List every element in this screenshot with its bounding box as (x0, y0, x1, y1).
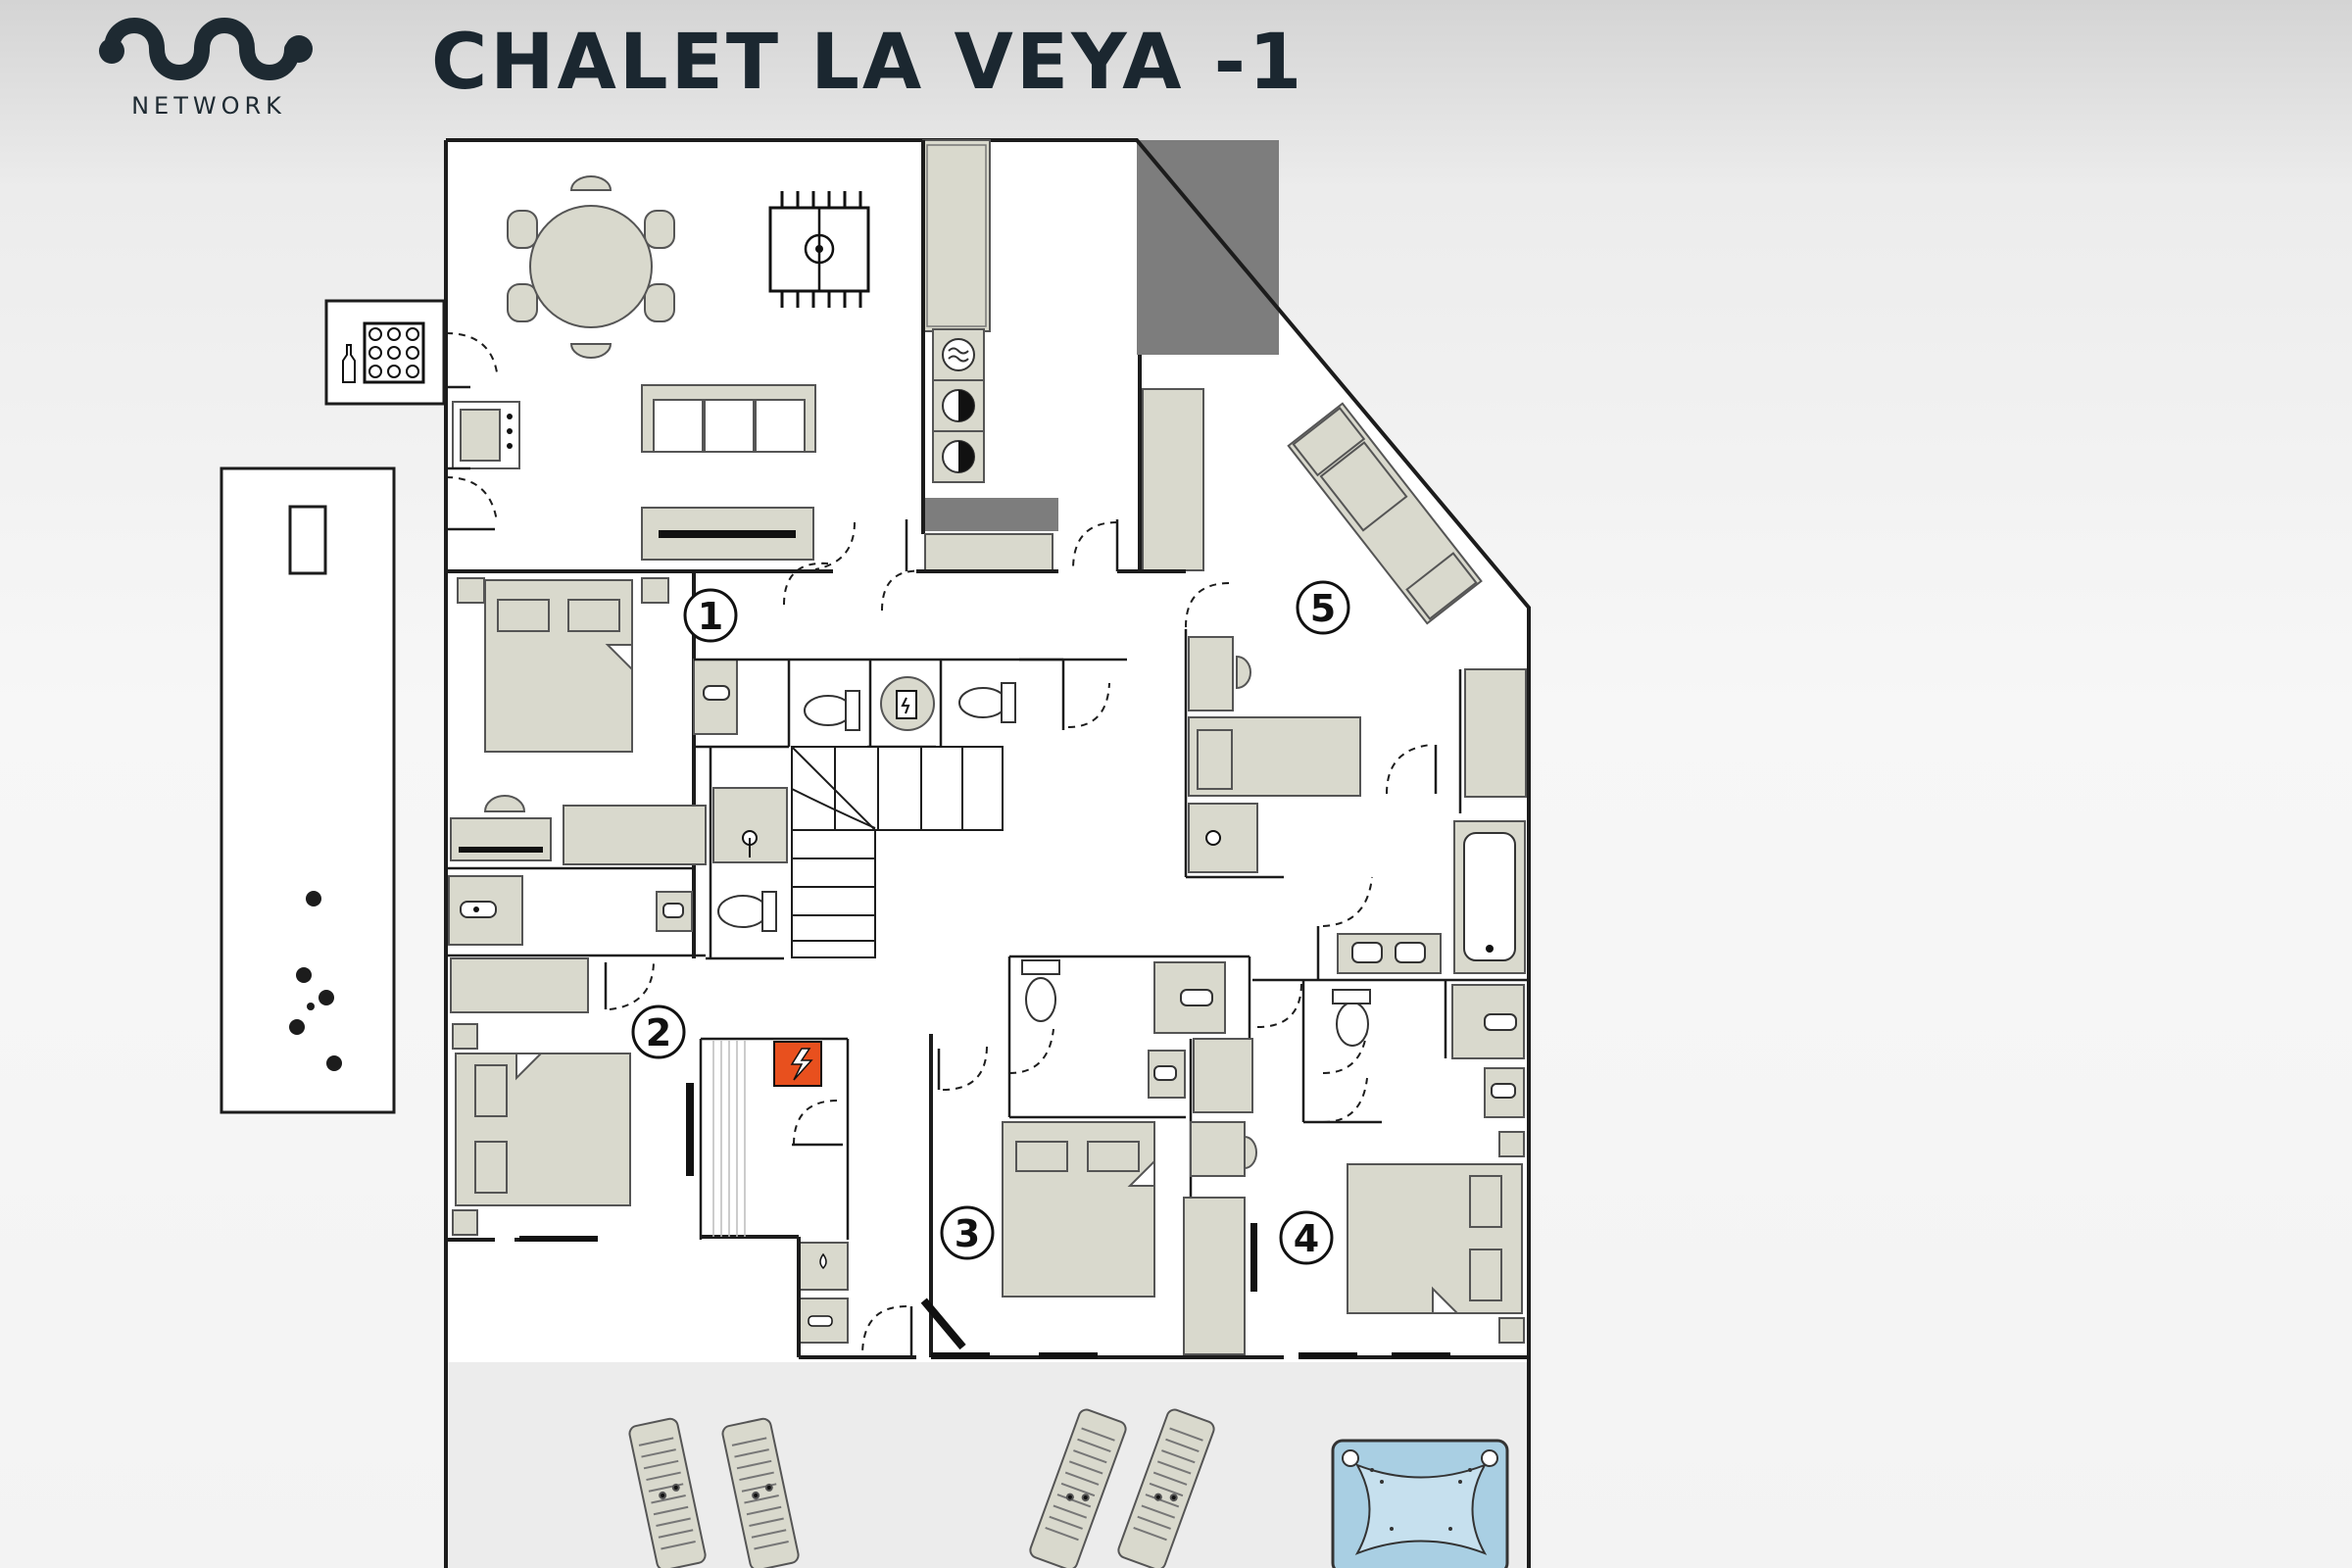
room-number-4: 4 (1279, 1210, 1334, 1265)
double-bed-icon (1002, 1121, 1155, 1298)
toilet-icon (1332, 989, 1371, 1047)
foosball-table-icon (768, 191, 870, 308)
boiler-icon (880, 676, 935, 731)
room-number-2: 2 (631, 1004, 686, 1059)
hot-tub-icon (1331, 1439, 1509, 1568)
sofa-icon (641, 384, 816, 453)
electric-panel-icon (773, 1041, 822, 1087)
stairs-icon (791, 746, 1004, 958)
sink-icon (448, 875, 693, 946)
double-bed-icon (457, 577, 669, 753)
toilet-icon (1021, 959, 1060, 1022)
sun-lounger-icon (628, 1408, 1215, 1568)
svg-text:5: 5 (1310, 587, 1336, 630)
room-number-1: 1 (683, 588, 738, 643)
sofa-icon (1287, 402, 1483, 625)
room-number-3: 3 (940, 1205, 995, 1260)
single-bed-icon (1188, 636, 1361, 873)
wine-rack-icon (363, 321, 425, 384)
double-bed-icon (452, 1023, 631, 1236)
logo-icon (99, 18, 313, 80)
washing-machine-icon (932, 328, 985, 381)
desk-chair-icon (450, 795, 552, 861)
bathtub-icon (1453, 820, 1526, 974)
svg-text:3: 3 (955, 1212, 980, 1255)
svg-text:1: 1 (698, 595, 723, 638)
tv-unit-icon (641, 507, 814, 561)
svg-text:2: 2 (646, 1011, 671, 1054)
bottle-icon (342, 344, 356, 383)
page-title: CHALET LA VEYA -1 (431, 19, 1305, 107)
round-dining-table-icon (507, 175, 675, 359)
double-bed-icon (1347, 1131, 1525, 1344)
toilet-icon (804, 682, 1016, 731)
room-number-5: 5 (1296, 580, 1350, 635)
logo-text: NETWORK (131, 92, 286, 120)
dryer-icon (932, 379, 985, 483)
fireplace-icon (452, 401, 520, 469)
svg-text:4: 4 (1294, 1217, 1319, 1260)
